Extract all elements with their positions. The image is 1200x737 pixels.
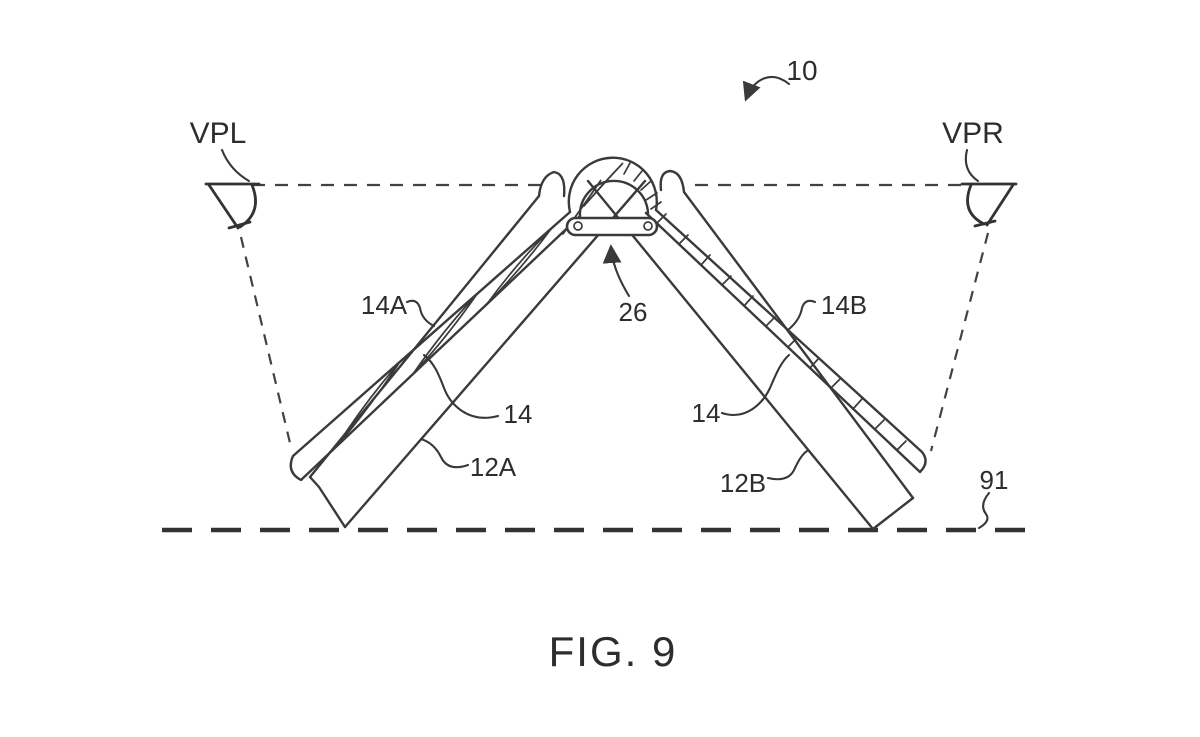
reference-leaders [405, 75, 991, 530]
ref-14-left-leader [422, 353, 500, 419]
figure-caption: FIG. 9 [549, 628, 678, 675]
ref-label-26: 26 [619, 297, 648, 327]
ref-91-leader [977, 491, 991, 530]
left-display-hatch-slashes [336, 162, 624, 447]
left-housing-inner-wall [343, 179, 647, 529]
left-viewpoint-eye-icon [204, 148, 261, 230]
left-housing-fill [310, 181, 645, 527]
apex-bend-fill [568, 157, 657, 217]
hatch-rung [640, 180, 652, 191]
tent-structure-outline [289, 156, 927, 531]
hatch-rung [656, 213, 667, 224]
right-housing-end-face [871, 496, 915, 531]
eye-left-edge [207, 183, 240, 230]
right-display-strip [644, 208, 927, 474]
ref-label-14-right: 14 [692, 398, 721, 428]
ref-12a-leader [419, 437, 470, 469]
right-viewpoint-eye-icon [960, 148, 1018, 228]
ref-14b-brace-leader [786, 299, 817, 332]
label-vpl: VPL [190, 117, 247, 150]
hatch-rung [809, 357, 820, 369]
hatch-rung [650, 201, 662, 210]
hatch-rung [623, 162, 631, 175]
left-display-strip-fill [290, 212, 580, 480]
hinge-bracket [565, 216, 659, 237]
eye-arc [966, 183, 986, 226]
hatch-rung [743, 295, 754, 307]
ref-12b-leader [766, 449, 809, 481]
right-viewpoint-sightline [929, 232, 990, 452]
right-housing-inner-wall [586, 179, 875, 531]
hatch-slash [583, 162, 624, 207]
sight-lines [239, 183, 990, 452]
hatch-rung [896, 440, 907, 451]
ref-label-12b: 12B [720, 468, 766, 498]
hatch-rung [721, 275, 732, 286]
ref-label-14a: 14A [361, 290, 408, 320]
hatch-rung [830, 378, 841, 389]
ref-14a-brace-leader [405, 299, 436, 328]
right-display-strip-fill [646, 210, 926, 472]
ref-10-arrow [742, 75, 791, 102]
ref-label-14-left: 14 [504, 399, 533, 429]
left-viewpoint-sightline [239, 236, 292, 444]
vpl-leader-line [220, 148, 251, 183]
hatch-rung [678, 234, 689, 245]
tent-body-fills [290, 157, 926, 529]
right-housing-fill [588, 181, 913, 529]
hatch-rung [700, 254, 711, 266]
ref-14-right-leader [720, 353, 791, 416]
apex-bend-outer-arc [567, 156, 658, 214]
vpr-leader-line [964, 148, 980, 183]
hatch-slash [486, 228, 552, 305]
ref-label-10: 10 [786, 55, 817, 86]
ref-label-91: 91 [980, 465, 1009, 495]
eye-base-tick [227, 220, 252, 230]
hatch-rung [852, 398, 863, 410]
right-display-hatch-rungs [623, 162, 907, 451]
left-display-strip [289, 210, 582, 482]
ref-label-12a: 12A [470, 452, 517, 482]
eye-base-tick [973, 219, 997, 228]
right-housing-outer-wall [659, 169, 915, 500]
hatch-rung [633, 170, 643, 182]
hatch-slash [336, 362, 400, 447]
hatch-rung [765, 316, 776, 327]
ref-26-arrow [602, 244, 631, 298]
hatch-rung [645, 192, 658, 201]
reference-labels: VPL VPR 10 26 14A 14B 14 14 12A 12B 91 [190, 55, 1009, 498]
ref-label-14b: 14B [821, 290, 867, 320]
hinge-pill-body [565, 216, 659, 237]
left-housing-end-face [308, 475, 347, 529]
hinge-pin-right [643, 221, 653, 231]
hatch-rung [874, 419, 885, 430]
hinge-pin-left [573, 221, 583, 231]
hatch-slash [412, 293, 478, 375]
apex-bend-inner-arc [578, 179, 650, 219]
eye-arc [238, 183, 257, 229]
eye-right-edge [985, 183, 1015, 227]
label-vpr: VPR [942, 117, 1004, 150]
left-housing-outer-wall [308, 170, 566, 479]
hatch-rung [787, 337, 798, 348]
